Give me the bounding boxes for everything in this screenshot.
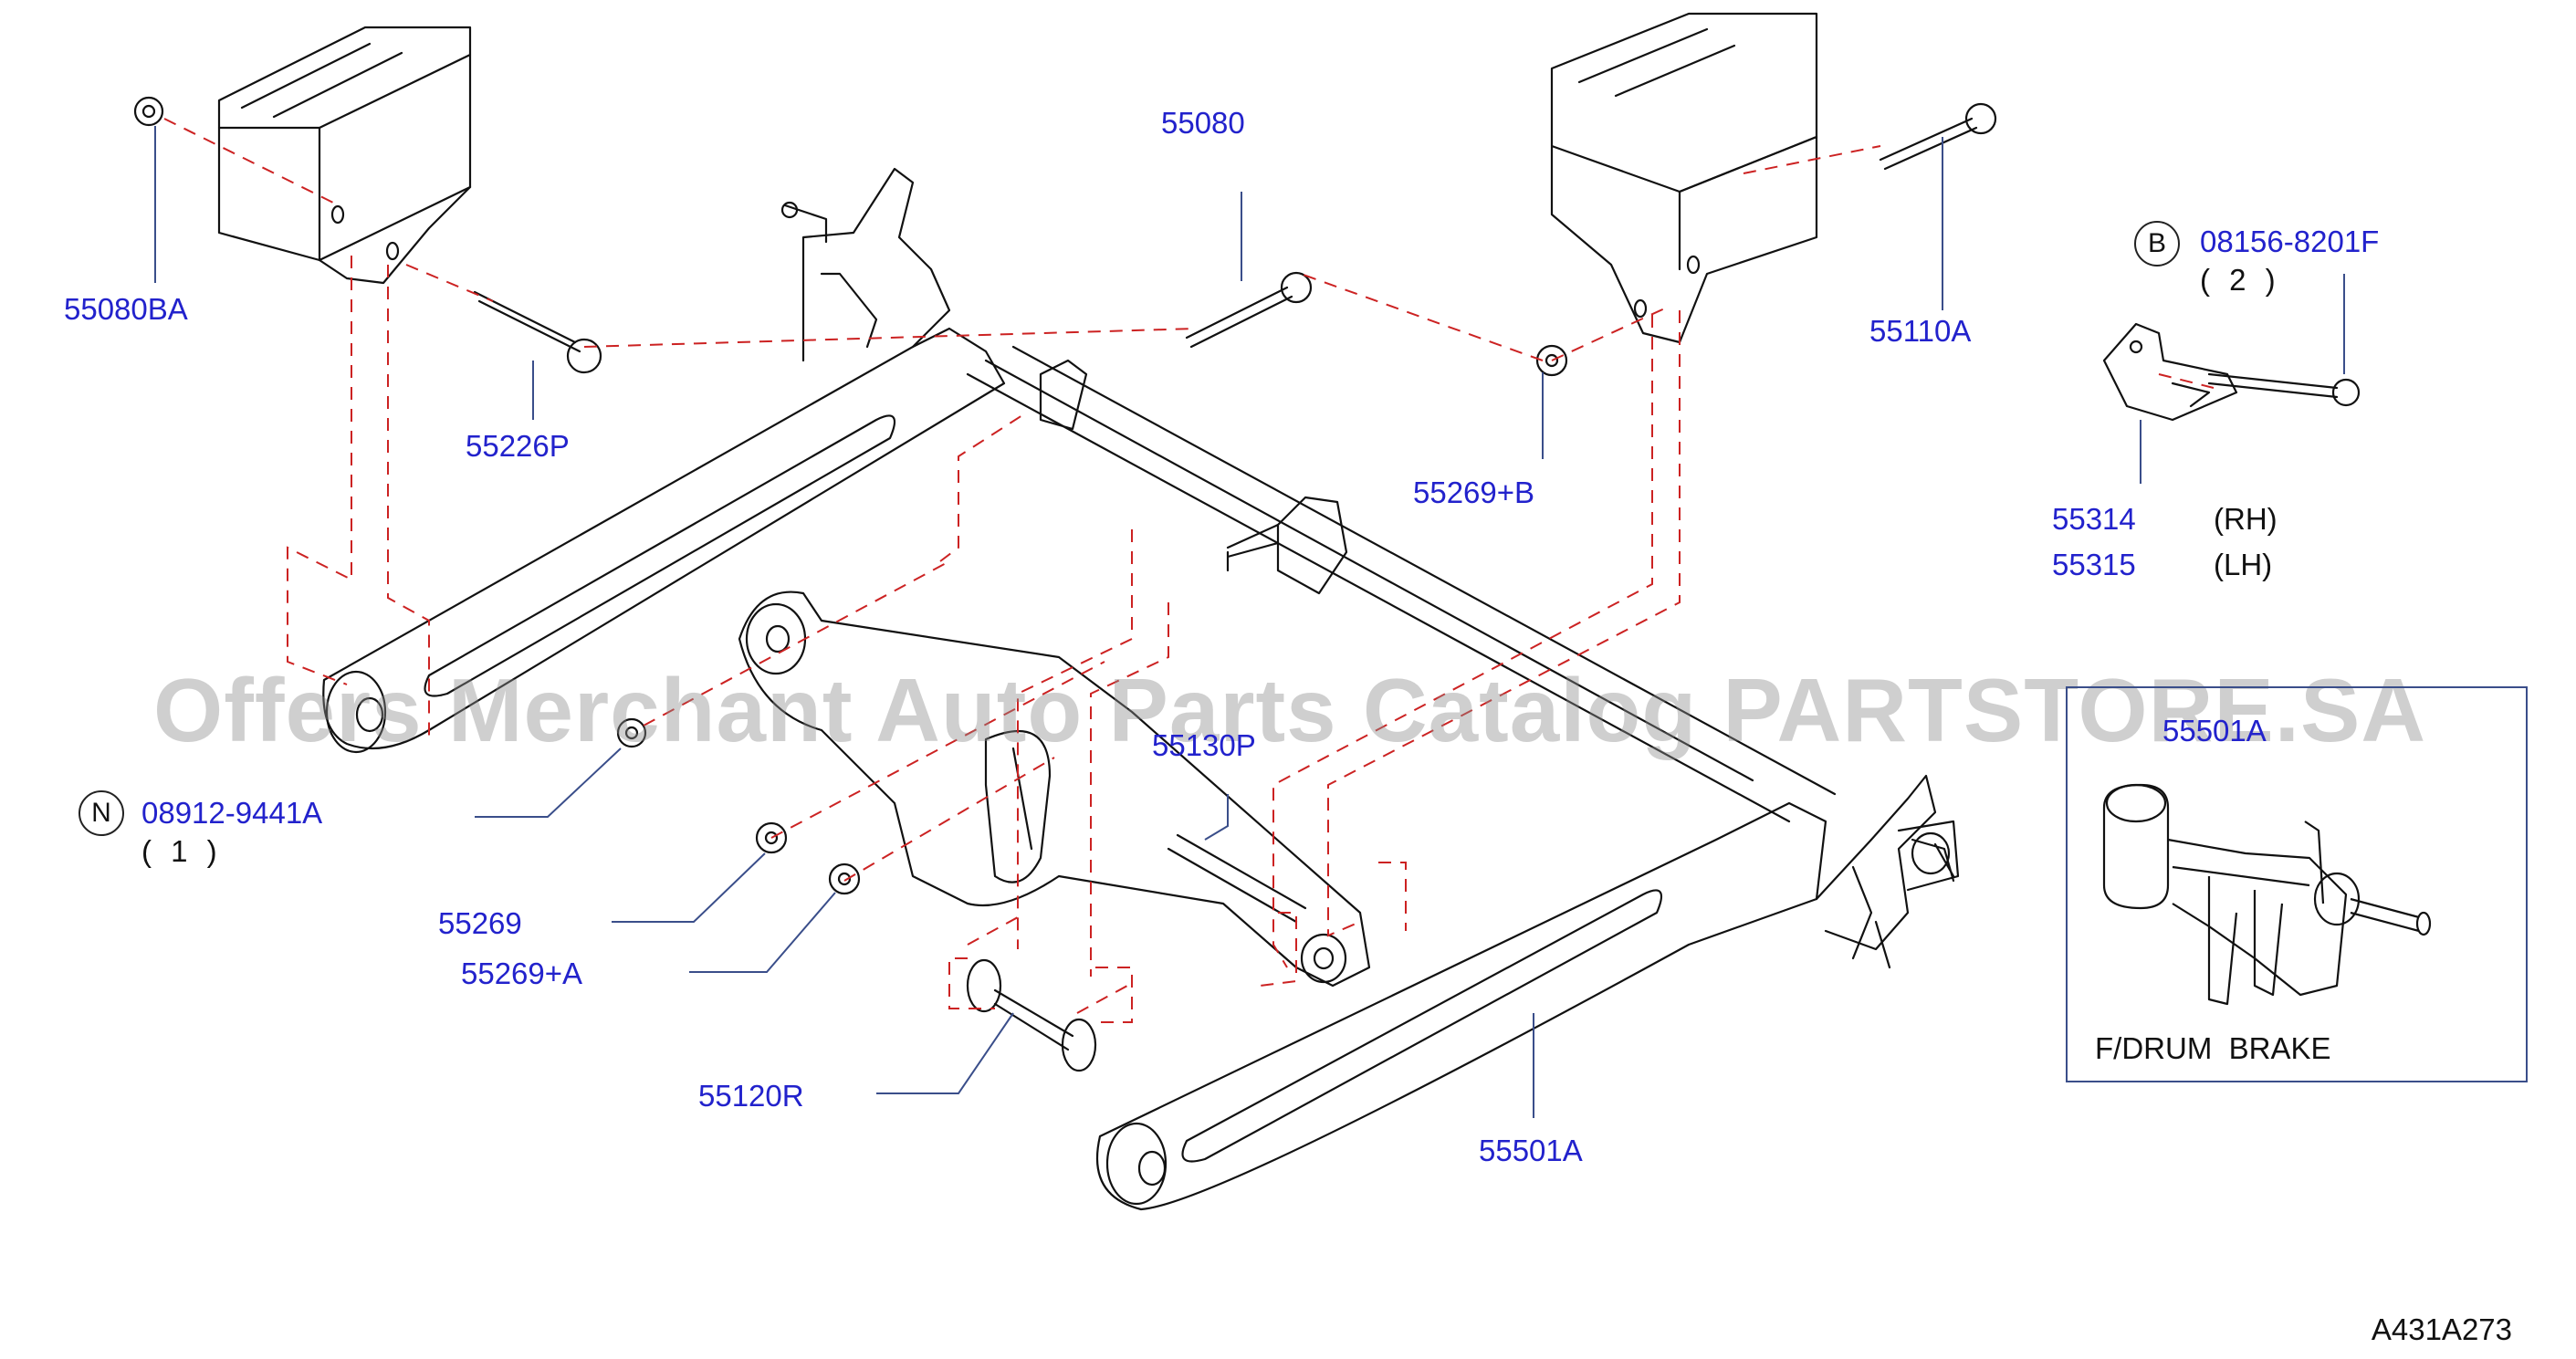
qty-08156: ( 2 ) (2200, 263, 2281, 297)
inset-caption: F/DRUM BRAKE (2095, 1031, 2331, 1065)
watermark: Offers Merchant Auto Parts Catalog PARTS… (153, 660, 2427, 760)
prefix-b-circle: B (2134, 221, 2180, 267)
lateral-link (966, 958, 1097, 1072)
prefix-n-circle: N (79, 790, 124, 836)
side-lh: (LH) (2214, 548, 2273, 581)
part-label-55120R[interactable]: 55120R (698, 1079, 804, 1113)
part-label-55314[interactable]: 55314 (2052, 502, 2136, 536)
part-label-55130P[interactable]: 55130P (1152, 728, 1256, 762)
inset-part-label[interactable]: 55501A (2162, 714, 2267, 747)
part-label-55269B[interactable]: 55269+B (1413, 476, 1535, 509)
part-label-08156-8201F[interactable]: 08156-8201F (2200, 225, 2380, 258)
qty-08912: ( 1 ) (141, 834, 223, 868)
right-body-rail (1550, 12, 1818, 344)
diagram-code: A431A273 (2371, 1312, 2512, 1346)
part-label-55080BA[interactable]: 55080BA (64, 292, 188, 326)
bracket-55314 (2102, 322, 2238, 422)
fasteners (133, 96, 2361, 895)
part-label-55110A[interactable]: 55110A (1869, 314, 1972, 348)
side-rh: (RH) (2214, 502, 2278, 536)
inset-drum-brake-drawing (2102, 783, 2432, 1006)
part-label-55080[interactable]: 55080 (1161, 106, 1245, 140)
diff-mount-member (738, 591, 1371, 988)
part-label-55269A[interactable]: 55269+A (461, 957, 583, 990)
part-label-55315[interactable]: 55315 (2052, 548, 2136, 581)
part-label-55269[interactable]: 55269 (438, 906, 522, 940)
rear-axle-beam (322, 167, 1960, 1211)
part-label-55501A[interactable]: 55501A (1479, 1134, 1583, 1167)
part-label-55226P[interactable]: 55226P (466, 429, 570, 463)
left-body-rail (217, 26, 472, 285)
part-label-08912-9441A[interactable]: 08912-9441A (141, 796, 323, 830)
inset-drum-brake-box: 55501A F/DRUM BRAKE (2066, 686, 2528, 1082)
